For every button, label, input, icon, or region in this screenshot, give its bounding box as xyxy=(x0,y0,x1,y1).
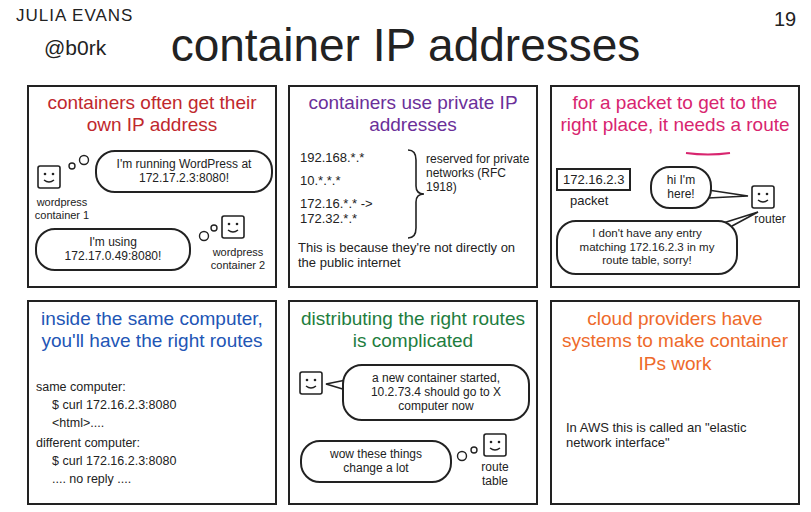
speech-tail xyxy=(708,190,748,198)
panel-heading: inside the same computer, you'll have th… xyxy=(33,308,271,353)
container-face xyxy=(222,216,244,238)
container-face xyxy=(300,372,322,394)
panel-heading: cloud providers have systems to make con… xyxy=(556,308,794,375)
panel-text: route table xyxy=(470,460,520,488)
panel-text: In AWS this is called an "elastic networ… xyxy=(566,420,788,451)
comic-panel: cloud providers have systems to make con… xyxy=(550,300,800,505)
speech-bubble: I don't have any entry matching 172.16.2… xyxy=(556,220,738,275)
packet-address: 172.16.2.3 xyxy=(556,168,646,191)
bubble-text: I'm using 172.17.0.49:8080! xyxy=(47,235,179,263)
thought-dot xyxy=(211,225,217,231)
panel-text: 10.*.*.* xyxy=(300,173,410,188)
speech-bubble: a new container started, 10.2.73.4 shoul… xyxy=(342,364,530,421)
panel-text: This is because they're not directly on … xyxy=(298,240,532,271)
packet-label: packet xyxy=(556,191,646,210)
thought-dot xyxy=(80,156,89,165)
panel-text: wordpress container 1 xyxy=(26,196,98,222)
comic-panel: inside the same computer, you'll have th… xyxy=(27,300,277,505)
packet-box: 172.16.2.3packet xyxy=(556,168,646,210)
panel-text: reserved for private networks (RFC 1918) xyxy=(426,152,532,194)
panel-heading: containers use private IP addresses xyxy=(294,92,532,137)
panel-text: router xyxy=(744,212,796,226)
comic-panel: containers use private IP addresses 192.1… xyxy=(288,85,538,288)
panel-heading: distributing the right routes is complic… xyxy=(294,308,532,353)
panel-text: different computer: xyxy=(36,436,270,451)
route-table-face xyxy=(484,434,506,456)
underline xyxy=(686,153,730,155)
panel-text: $ curl 172.16.2.3:8080 xyxy=(52,454,270,469)
speech-bubble: I'm running WordPress at 172.17.2.3:8080… xyxy=(95,150,273,193)
speech-bubble: I'm using 172.17.0.49:8080! xyxy=(35,228,191,271)
comic-panel: distributing the right routes is complic… xyxy=(288,300,538,505)
author-label: JULIA EVANS xyxy=(16,6,133,26)
thought-dot xyxy=(458,452,467,461)
panel-heading: containers often get their own IP addres… xyxy=(33,92,271,137)
panel-text: 172.16.*.* -> 172.32.*.* xyxy=(300,196,400,227)
bubble-text: hi I'm here! xyxy=(662,173,700,201)
panel-text: wordpress container 2 xyxy=(200,246,276,272)
comic-panel: for a packet to get to the right place, … xyxy=(550,85,800,288)
panel-text: $ curl 172.16.2.3:8080 xyxy=(52,398,270,413)
page-number: 19 xyxy=(774,8,796,32)
bubble-text: wow these things change a lot xyxy=(312,447,440,475)
router-face xyxy=(752,186,774,208)
container-face xyxy=(38,166,60,188)
bracket xyxy=(408,150,424,238)
speech-bubble: hi I'm here! xyxy=(650,166,712,209)
thought-dot xyxy=(69,163,75,169)
bubble-text: I'm running WordPress at 172.17.2.3:8080… xyxy=(107,157,261,185)
thought-dot xyxy=(200,232,209,241)
page-title: container IP addresses xyxy=(0,18,811,72)
bubble-text: I don't have any entry matching 172.16.2… xyxy=(568,227,726,268)
thought-dot xyxy=(471,447,477,453)
panel-text: same computer: xyxy=(36,380,270,395)
panel-text: 192.168.*.* xyxy=(300,150,410,165)
author-label: @b0rk xyxy=(44,36,106,61)
panel-heading: for a packet to get to the right place, … xyxy=(556,92,794,137)
comic-panel: containers often get their own IP addres… xyxy=(27,85,277,288)
bubble-text: a new container started, 10.2.73.4 shoul… xyxy=(354,371,518,413)
panel-text: .... no reply .... xyxy=(52,472,270,487)
panel-text: <html>.... xyxy=(52,416,270,431)
speech-bubble: wow these things change a lot xyxy=(300,440,452,483)
